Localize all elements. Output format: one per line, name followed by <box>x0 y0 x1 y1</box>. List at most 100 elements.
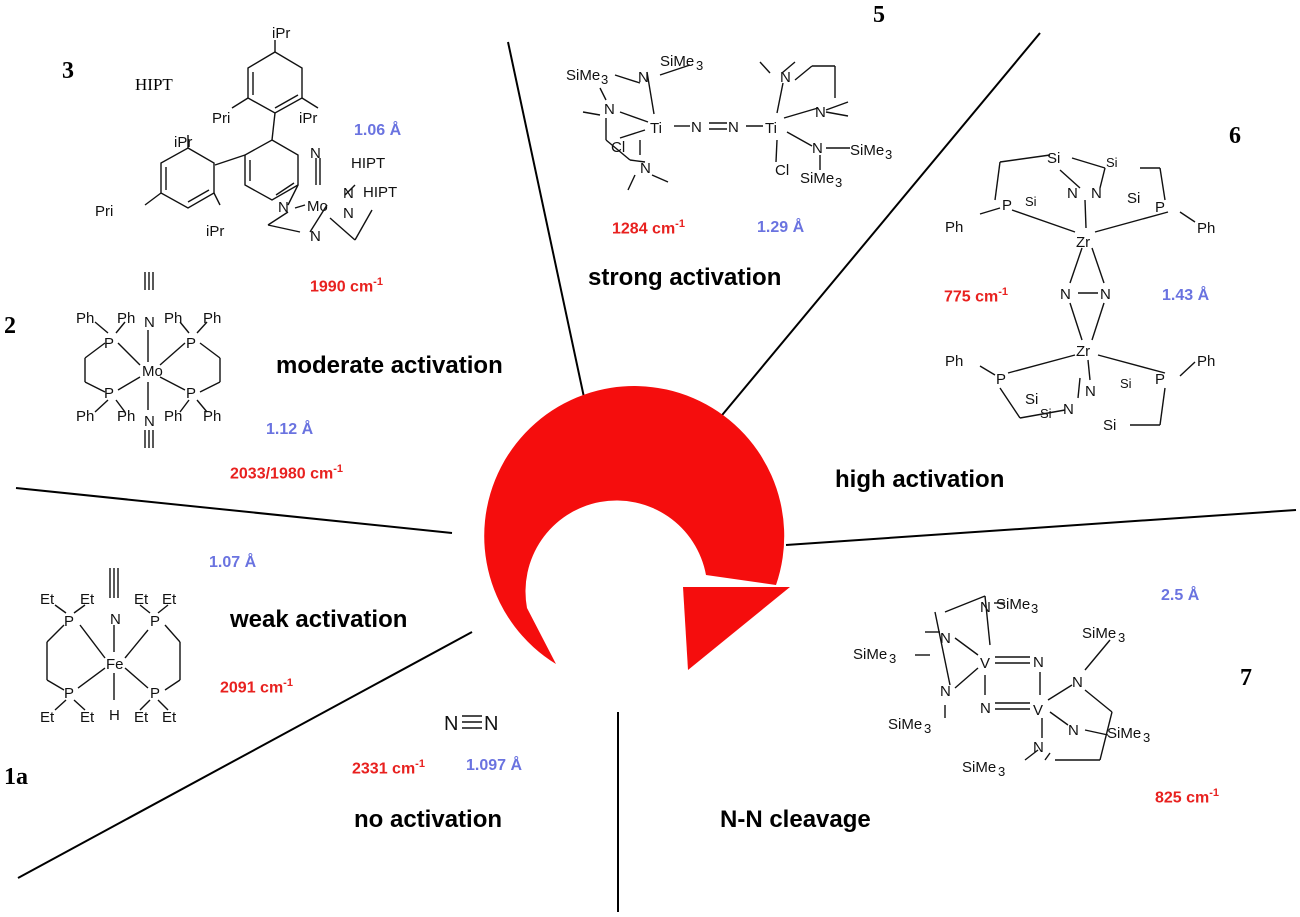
svg-text:SiMe: SiMe <box>800 170 834 187</box>
svg-text:P: P <box>150 685 160 702</box>
svg-text:iPr: iPr <box>299 110 317 127</box>
svg-text:N: N <box>940 630 951 647</box>
svg-text:SiMe: SiMe <box>996 596 1030 613</box>
svg-text:Si: Si <box>1127 190 1140 207</box>
svg-text:Ti: Ti <box>765 120 777 137</box>
svg-text:SiMe: SiMe <box>853 646 887 663</box>
svg-text:P: P <box>1155 371 1165 388</box>
svg-text:N: N <box>278 199 289 216</box>
svg-text:Ph: Ph <box>945 353 963 370</box>
svg-text:Et: Et <box>134 591 149 608</box>
svg-text:N: N <box>815 104 826 121</box>
structure-compound-2 <box>84 272 221 448</box>
svg-text:SiMe: SiMe <box>962 759 996 776</box>
category-nn-cleavage: N-N cleavage <box>720 806 871 833</box>
svg-text:P: P <box>996 371 1006 388</box>
svg-text:P: P <box>104 335 114 352</box>
svg-text:iPr: iPr <box>272 25 290 42</box>
svg-text:SiMe: SiMe <box>888 716 922 733</box>
svg-text:Et: Et <box>162 591 177 608</box>
structure-compound-6 <box>979 154 1196 426</box>
hipt-label: HIPT <box>135 75 173 94</box>
cycle-arrow <box>484 386 790 670</box>
svg-text:N: N <box>343 185 354 202</box>
structure-compound-5 <box>582 61 850 191</box>
svg-text:3: 3 <box>924 721 931 736</box>
bond-length-compound-1a: 1.07 Å <box>209 554 257 571</box>
compound-number-6: 6 <box>1229 123 1241 149</box>
svg-text:N: N <box>1063 401 1074 418</box>
svg-text:N: N <box>343 205 354 222</box>
svg-text:N: N <box>1100 286 1111 303</box>
svg-text:Si: Si <box>1103 417 1116 434</box>
svg-text:P: P <box>64 613 74 630</box>
svg-text:3: 3 <box>696 58 703 73</box>
svg-text:SiMe: SiMe <box>660 53 694 70</box>
svg-text:N: N <box>1033 739 1044 756</box>
svg-text:P: P <box>186 335 196 352</box>
bond-length-dinitrogen: 1.097 Å <box>466 757 523 774</box>
svg-text:Et: Et <box>80 591 95 608</box>
svg-text:3: 3 <box>835 175 842 190</box>
structure-compound-7 <box>915 595 1113 761</box>
divider-left <box>15 487 453 534</box>
structure-compound-3-atoms: iPr Pri iPr iPr Pri iPr N N Mo N HIPT HI… <box>95 25 397 245</box>
svg-text:N: N <box>980 700 991 717</box>
divider-top-right <box>717 32 1041 421</box>
svg-text:Ph: Ph <box>117 310 135 327</box>
cycle-arrow-head <box>683 587 790 670</box>
svg-text:Mo: Mo <box>142 363 163 380</box>
svg-text:Mo: Mo <box>307 198 328 215</box>
svg-text:SiMe: SiMe <box>850 142 884 159</box>
svg-text:SiMe: SiMe <box>566 67 600 84</box>
svg-text:Ph: Ph <box>1197 220 1215 237</box>
structure-compound-1a <box>46 568 181 711</box>
svg-text:Ph: Ph <box>164 408 182 425</box>
svg-text:P: P <box>1155 199 1165 216</box>
structure-compound-3 <box>144 40 373 241</box>
category-strong-activation: strong activation <box>588 264 782 291</box>
svg-text:HIPT: HIPT <box>363 184 397 201</box>
category-moderate-activation: moderate activation <box>276 352 503 379</box>
compound-number-5: 5 <box>873 2 885 28</box>
frequency-compound-5: 1284 cm-1 <box>612 218 685 238</box>
svg-text:Ph: Ph <box>945 219 963 236</box>
svg-text:Ph: Ph <box>76 310 94 327</box>
svg-text:Pri: Pri <box>212 110 230 127</box>
svg-text:N: N <box>728 119 739 136</box>
svg-text:3: 3 <box>998 764 1005 779</box>
svg-text:P: P <box>104 385 114 402</box>
svg-text:N: N <box>940 683 951 700</box>
svg-text:N: N <box>812 140 823 157</box>
svg-text:N: N <box>638 69 649 86</box>
category-no-activation: no activation <box>354 806 503 833</box>
svg-text:N: N <box>1091 185 1102 202</box>
category-weak-activation: weak activation <box>230 606 408 633</box>
svg-text:Ph: Ph <box>1197 353 1215 370</box>
svg-text:Et: Et <box>40 709 55 726</box>
svg-text:3: 3 <box>885 147 892 162</box>
svg-text:N: N <box>310 145 321 162</box>
svg-text:Ph: Ph <box>164 310 182 327</box>
svg-text:N: N <box>640 160 651 177</box>
svg-text:iPr: iPr <box>206 223 224 240</box>
svg-text:Fe: Fe <box>106 656 124 673</box>
svg-text:Ti: Ti <box>650 120 662 137</box>
bond-length-compound-2: 1.12 Å <box>266 421 314 438</box>
svg-text:P: P <box>1002 197 1012 214</box>
svg-text:Et: Et <box>80 709 95 726</box>
svg-text:N: N <box>484 713 498 735</box>
bond-length-compound-5: 1.29 Å <box>757 219 805 236</box>
cycle-arrow-body <box>484 386 785 664</box>
svg-text:Zr: Zr <box>1076 343 1090 360</box>
svg-text:N: N <box>110 611 121 628</box>
frequency-dinitrogen: 2331 cm-1 <box>352 758 425 778</box>
svg-text:P: P <box>186 385 196 402</box>
category-high-activation: high activation <box>835 466 1005 493</box>
divider-top-left <box>507 41 586 403</box>
svg-text:Si: Si <box>1106 155 1118 170</box>
